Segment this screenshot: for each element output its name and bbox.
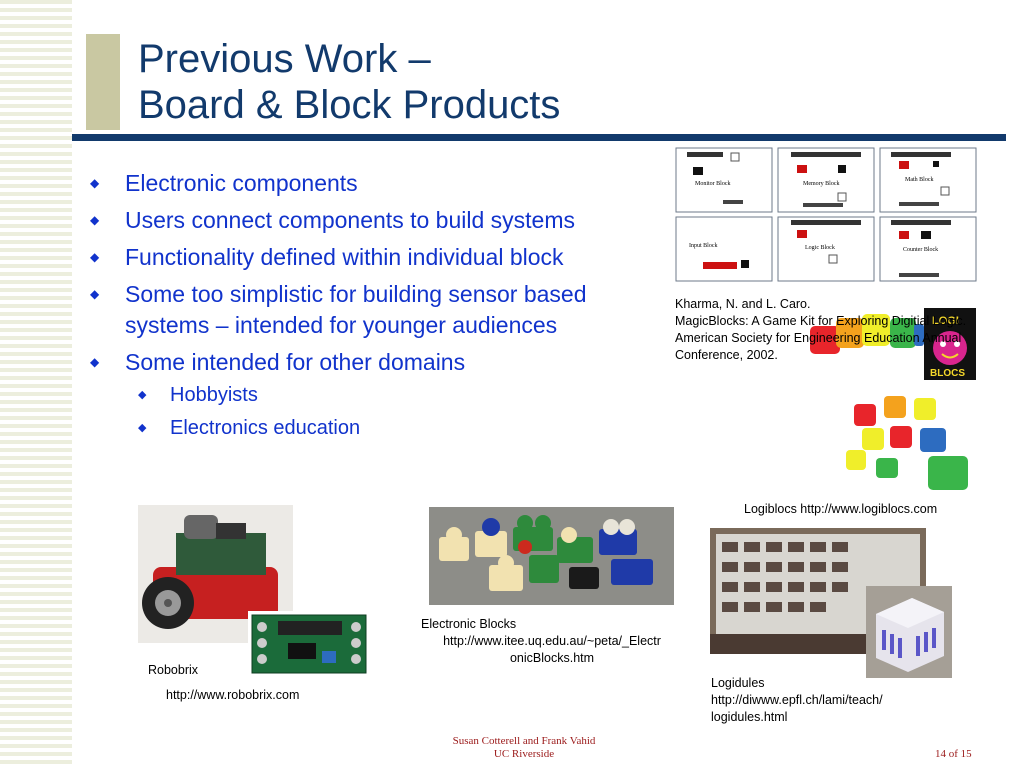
- slide-title: Previous Work – Board & Block Products: [138, 36, 560, 128]
- sub-bullet-item: Hobbyists: [88, 382, 668, 409]
- bullet-item: Electronic components: [88, 168, 668, 199]
- title-divider: [72, 134, 1006, 141]
- block-panel: Logic Block: [777, 216, 875, 282]
- footer-institution: UC Riverside: [493, 748, 555, 760]
- bullet-list: Electronic components Users connect comp…: [88, 168, 668, 448]
- citation-line: American Society for Engineering Educati…: [675, 331, 962, 345]
- electronic-blocks-url: http://www.itee.uq.edu.au/~peta/_Electr …: [422, 633, 682, 667]
- footer-credits: Susan Cotterell and Frank Vahid UC River…: [424, 735, 624, 761]
- left-stripe-decoration: [0, 0, 72, 768]
- url-line: http://diwww.epfl.ch/lami/teach/: [711, 693, 883, 707]
- robobrix-label: Robobrix: [148, 663, 199, 677]
- block-label: Math Block: [905, 177, 934, 183]
- logiblocs-caption: Logiblocs http://www.logiblocs.com: [744, 502, 938, 516]
- block-panel: Memory Block: [777, 147, 875, 213]
- block-label: Counter Block: [903, 247, 938, 253]
- logidules-module-photo: [866, 586, 952, 678]
- citation-line: MagicBlocks: A Game Kit for Exploring Di…: [675, 314, 967, 328]
- block-label: Memory Block: [803, 181, 840, 187]
- citation-line: Conference, 2002.: [675, 348, 778, 362]
- title-line-2: Board & Block Products: [138, 83, 561, 127]
- logo-text-blocs: BLOCS: [930, 368, 965, 379]
- block-label: Logic Block: [805, 245, 835, 251]
- title-line-1: Previous Work –: [138, 37, 431, 81]
- logo-text-logi: LOGI: [932, 315, 959, 327]
- citation-line: Kharma, N. and L. Caro.: [675, 297, 811, 311]
- block-label: Input Block: [689, 243, 718, 249]
- block-label: Monitor Block: [695, 181, 731, 187]
- sub-bullet-list: Hobbyists Electronics education: [88, 382, 668, 442]
- logiblocs-photo: LOGI BLOCS: [806, 308, 978, 496]
- title-accent-bar: [86, 34, 120, 130]
- url-line: http://www.itee.uq.edu.au/~peta/_Electr: [443, 634, 661, 648]
- magicblocks-caption: Kharma, N. and L. Caro. MagicBlocks: A G…: [675, 296, 966, 364]
- bullet-item: Users connect components to build system…: [88, 205, 668, 236]
- block-panel: Monitor Block: [675, 147, 773, 213]
- bullet-item-text: Some intended for other domains: [125, 349, 466, 375]
- robobrix-url: http://www.robobrix.com: [166, 688, 300, 702]
- sub-bullet-item: Electronics education: [88, 415, 668, 442]
- bullet-item: Functionality defined within individual …: [88, 242, 668, 273]
- robobrix-board-photo: [248, 611, 370, 677]
- block-panel: Input Block: [675, 216, 773, 282]
- page-number: 14 of 15: [935, 748, 972, 760]
- electronic-blocks-photo: [429, 507, 674, 605]
- magicblocks-diagram: Monitor Block Memory Block Math Block In…: [673, 145, 1011, 285]
- footer-author: Susan Cotterell and Frank Vahid: [452, 735, 596, 747]
- bullet-item: Some too simplistic for building sensor …: [88, 279, 668, 341]
- block-panel: Math Block: [879, 147, 977, 213]
- bullet-item: Some intended for other domains Hobbyist…: [88, 347, 668, 442]
- block-panel: Counter Block: [879, 216, 977, 282]
- url-line: onicBlocks.htm: [509, 651, 595, 665]
- url-line: logidules.html: [711, 710, 788, 724]
- logidules-caption: Logidules http://diwww.epfl.ch/lami/teac…: [711, 675, 883, 726]
- electronic-blocks-label: Electronic Blocks: [421, 617, 517, 631]
- logidules-label: Logidules: [711, 676, 765, 690]
